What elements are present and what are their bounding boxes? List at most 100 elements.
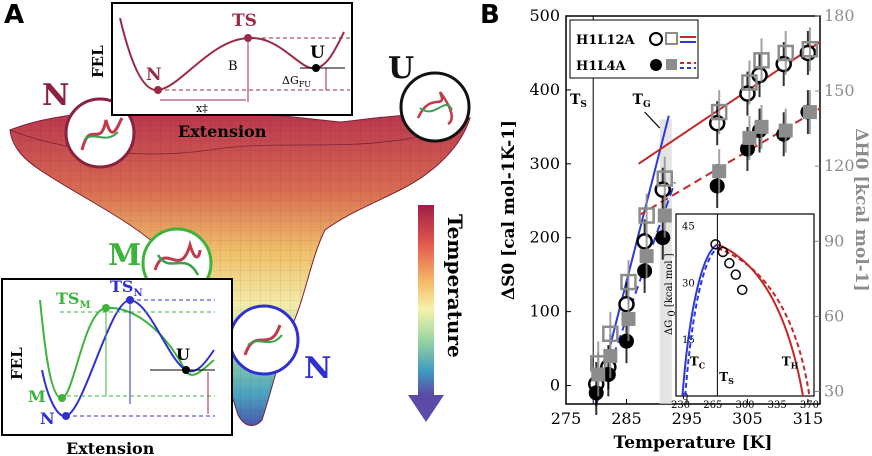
x-tick-label: 275: [551, 409, 582, 428]
inset-top-xlabel: Extension: [178, 122, 267, 141]
label-u: U: [388, 51, 414, 86]
marker-open-square: [656, 170, 674, 187]
marker-open-square: [638, 207, 655, 224]
structure-n-bottom: [228, 304, 300, 376]
marker-open-square: [710, 103, 728, 121]
inset-top-x-ts: x‡: [196, 102, 208, 115]
x-tick-label: 295: [672, 409, 703, 428]
y-right-tick-label: 60: [824, 306, 844, 325]
inset-bottom-u: U: [176, 345, 190, 364]
marker-filled-square: [754, 119, 769, 134]
inset-bottom-m: M: [28, 387, 46, 406]
inset-x-tick-label: 370: [800, 400, 819, 411]
inset-red-curve: [717, 243, 804, 397]
inset-x-tick-label: 300: [735, 400, 754, 411]
x-tick-label: 305: [732, 409, 763, 428]
inset-y-tick-label: 45: [682, 221, 695, 232]
legend-label-h1l4a: H1L4A: [576, 59, 627, 74]
x-axis-label: Temperature [K]: [614, 433, 773, 453]
marker-open-square: [753, 52, 770, 69]
marker-filled-square: [742, 130, 757, 145]
inset-bottom-ts-n: TSN: [110, 277, 143, 299]
inset-bottom-ts-m: TSM: [56, 289, 91, 311]
marker-open-circle: [618, 295, 635, 313]
marker-filled-square: [603, 348, 618, 363]
inset-blue-curve: [681, 243, 718, 397]
y-left-tick-label: 0: [550, 376, 560, 395]
y-left-tick-label: 500: [529, 6, 560, 25]
inset-top-b: B: [228, 59, 238, 74]
marker-open-square: [741, 74, 758, 91]
inset-top-ts: TS: [232, 11, 257, 31]
inset-frame: [675, 213, 815, 397]
marker-filled-circle: [618, 333, 634, 349]
marker-filled-circle: [739, 141, 755, 157]
y-left-tick-label: 200: [529, 228, 560, 247]
inset-x-tick-label: 265: [703, 400, 722, 411]
marker-open-square: [801, 41, 819, 58]
marker-open-square: [620, 273, 637, 291]
y-left-axis-label: ΔS0 [cal mol-1K-1]: [499, 120, 519, 300]
inset-tc-label: TC: [690, 355, 705, 371]
inset-marker: [710, 239, 721, 250]
marker-filled-circle: [709, 178, 725, 194]
inset-y-axis-label: ΔG 0 [kcal mol ]: [664, 253, 678, 335]
marker-filled-square: [639, 249, 654, 264]
marker-filled-circle: [655, 230, 671, 246]
label-n-bottom: N: [304, 351, 331, 386]
marker-open-square: [777, 44, 794, 62]
structure-u: [399, 71, 471, 143]
y-right-tick-label: 180: [824, 6, 855, 25]
inset-marker: [730, 269, 742, 280]
inset-th-label: TH: [782, 355, 799, 371]
legend-marker-open-circle: [649, 32, 663, 46]
inset-bottom-ylabel: FEL: [8, 347, 26, 380]
marker-filled-square: [621, 312, 636, 327]
x-tick-label: 285: [611, 409, 642, 428]
ts-label: TS: [570, 92, 587, 110]
marker-filled-square: [591, 367, 606, 382]
marker-open-circle: [636, 233, 653, 250]
inset-y-tick-label: 30: [682, 278, 695, 289]
inset-ts-label: TS: [719, 370, 734, 386]
inset-y-tick-label: 0: [682, 392, 688, 403]
inset-red-curve-dashed: [717, 247, 811, 397]
tg-label: TG: [633, 92, 651, 110]
inset-bottom-n: N: [40, 409, 55, 428]
label-n-top: N: [42, 78, 69, 113]
y-right-tick-label: 150: [824, 81, 855, 100]
inset-blue-curve-dashed: [684, 247, 719, 397]
y-left-tick-label: 300: [529, 154, 560, 173]
marker-filled-square: [778, 123, 793, 138]
legend-marker-filled-square: [666, 59, 677, 70]
marker-filled-square: [657, 208, 672, 223]
panel-b-letter: B: [480, 0, 500, 30]
inset-marker: [717, 246, 729, 258]
y-right-tick-label: 120: [824, 156, 855, 175]
y-left-tick-label: 400: [529, 80, 560, 99]
marker-filled-circle: [588, 385, 604, 401]
marker-filled-circle: [637, 263, 653, 279]
inset-top-dg: ΔGFU: [282, 74, 311, 89]
inset-top: FEL Extension TS N U B x‡ ΔGFU: [89, 2, 353, 141]
marker-filled-square: [712, 164, 727, 179]
y-right-tick-label: 90: [824, 231, 844, 250]
inset-top-ylabel: FEL: [89, 45, 107, 78]
inset-marker: [724, 258, 735, 269]
label-m: M: [108, 238, 141, 273]
panel-a-letter: A: [4, 0, 25, 30]
legend-marker-open-square: [665, 32, 678, 45]
inset-top-fel-curve: [119, 17, 345, 92]
tg-arrow: [644, 111, 661, 129]
y-right-tick-label: 30: [824, 381, 844, 400]
marker-filled-square: [802, 105, 817, 120]
y-right-axis-label: ΔH0 [kcal mol-1]: [851, 128, 871, 291]
temperature-colorbar: [418, 205, 434, 395]
inset-marker: [736, 284, 748, 296]
colorbar-label: Temperature: [443, 214, 467, 358]
colorbar-arrow-icon: [408, 395, 444, 422]
inset-x-tick-label: 335: [768, 400, 787, 411]
inset-x-tick-label: 230: [671, 400, 690, 411]
plot-frame: [565, 15, 821, 405]
